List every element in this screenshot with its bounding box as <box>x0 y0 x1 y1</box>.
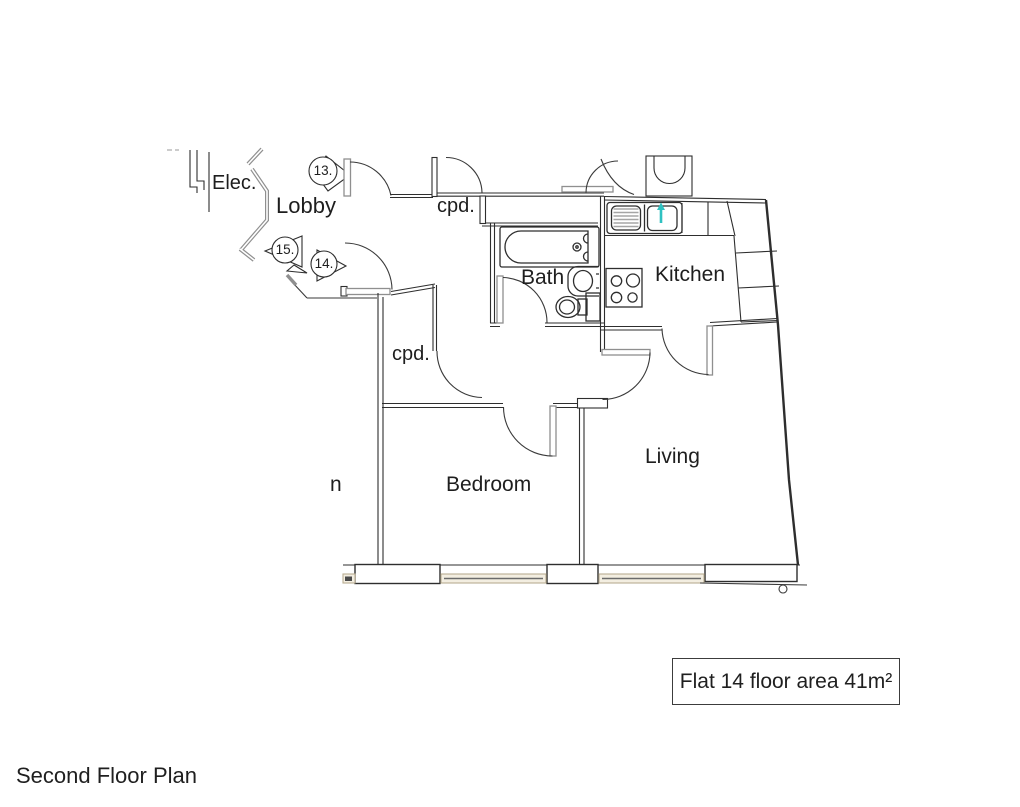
room-label-kitchen: Kitchen <box>655 263 726 286</box>
room-label-cpd-top: cpd. <box>437 195 475 217</box>
room-label-neighbor-fragment: n <box>330 473 342 496</box>
area-note-box: Flat 14 floor area 41m² <box>672 658 900 705</box>
door-marker-15: 15. <box>275 242 295 257</box>
door-marker-13: 13. <box>313 163 333 178</box>
room-label-living: Living <box>645 445 700 468</box>
room-label-bedroom: Bedroom <box>446 473 532 496</box>
room-label-bath: Bath <box>521 266 565 289</box>
room-label-lobby: Lobby <box>276 193 336 218</box>
window-strips <box>440 573 705 584</box>
door-marker-14: 14. <box>314 256 334 271</box>
door-marker-shapes <box>263 155 351 282</box>
page-title: Second Floor Plan <box>16 763 197 788</box>
area-note-text: Flat 14 floor area 41m² <box>679 669 893 693</box>
room-label-elec: Elec. <box>212 172 257 194</box>
tap-icon <box>657 202 665 223</box>
room-label-cpd-hall: cpd. <box>392 343 430 365</box>
